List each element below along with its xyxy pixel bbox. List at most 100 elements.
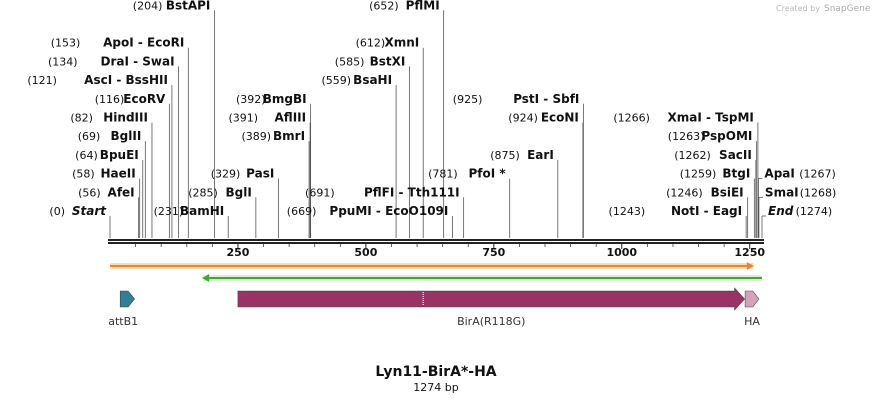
site-position: (924) (508, 112, 538, 125)
orf-arrowhead (746, 262, 754, 270)
site-label: BglII(69) (78, 129, 142, 143)
orf-arrowhead (202, 274, 210, 282)
site-position: (1259) (680, 168, 717, 181)
site-label: BamHI(231) (154, 204, 225, 218)
site-label: End(1274) (768, 204, 832, 218)
site-name: XmaI - TspMI (668, 111, 754, 125)
site-label: BpuEI(64) (75, 148, 139, 162)
site-label: XmnI(612) (356, 36, 420, 50)
site-position: (1263) (668, 130, 705, 143)
site-position: (392) (236, 93, 266, 106)
site-position: (231) (154, 205, 184, 218)
site-position: (391) (229, 112, 259, 125)
site-name: End (768, 204, 794, 218)
site-name: ApoI - EcoRI (103, 36, 184, 50)
site-name: BglI (226, 185, 252, 199)
site-label: PspOMI(1263) (668, 129, 753, 143)
site-name: PfoI * (469, 167, 507, 181)
site-position: (1268) (800, 186, 837, 199)
site-position: (389) (241, 130, 271, 143)
site-position: (204) (133, 0, 163, 12)
site-name: BstXI (370, 54, 406, 68)
site-name: PflMI (406, 0, 440, 12)
site-name: ApaI (764, 167, 794, 181)
site-label: ApaI (1267) (764, 167, 835, 181)
feature-arrow[interactable] (744, 290, 760, 308)
site-position: (329) (211, 168, 241, 181)
site-name: PflFI - Tth111I (364, 185, 460, 199)
site-label: BsaHI(559) (321, 73, 392, 87)
site-position: (58) (72, 168, 95, 181)
site-position: (1267) (799, 168, 836, 181)
site-label: NotI - EagI(1243) (609, 204, 743, 218)
site-name: PpuMI - EcoO109I (329, 204, 448, 218)
site-name: BamHI (180, 204, 224, 218)
site-name: XmnI (384, 36, 419, 50)
site-position: (285) (188, 186, 218, 199)
site-name: EarI (527, 148, 554, 162)
site-label: BstXI (585) (335, 54, 406, 68)
site-name: BpuEI (100, 148, 139, 162)
site-label: BmgBI(392) (236, 92, 307, 106)
site-label: ApoI - EcoRI (153) (51, 36, 185, 50)
site-position: (121) (27, 74, 57, 87)
site-name: BsaHI (353, 73, 392, 87)
site-position: (1243) (609, 205, 646, 218)
site-position: (1262) (674, 149, 711, 162)
site-name: EcoNI (541, 111, 579, 125)
site-position: (153) (51, 37, 81, 50)
tick-label: 500 (354, 246, 377, 259)
feature-label: attB1 (108, 315, 138, 328)
site-label: SmaI(1268) (765, 185, 836, 199)
site-label: PflFI - Tth111I(691) (305, 185, 460, 199)
site-name: AscI - BssHII (84, 73, 168, 87)
site-name: SmaI (765, 185, 799, 199)
site-position: (875) (490, 149, 520, 162)
site-position: (1274) (796, 205, 833, 218)
site-position: (134) (48, 55, 78, 68)
map-length: 1274 bp (413, 381, 458, 394)
site-position: (585) (335, 55, 365, 68)
feature-arrow[interactable] (237, 287, 746, 311)
site-name: BmrI (273, 129, 305, 143)
site-position: (1266) (613, 112, 650, 125)
map-title: Lyn11-BirA*-HA (375, 364, 496, 380)
site-label: AflIII(391) (229, 111, 307, 125)
tick-label: 1250 (734, 246, 765, 259)
site-label: BsiEI (1246) (666, 185, 744, 199)
site-label: PfoI * (781) (428, 167, 506, 181)
site-label: BglI (285) (188, 185, 252, 199)
feature-label: HA (744, 315, 760, 328)
site-labels: Start(0)AfeI(56)HaeII(58)BpuEI(64)BglII(… (27, 0, 836, 218)
site-name: PstI - SbfI (513, 92, 579, 106)
site-name: BsiEI (711, 185, 744, 199)
site-label: SacII(1262) (674, 148, 752, 162)
site-position: (0) (49, 205, 65, 218)
site-position: (56) (78, 186, 101, 199)
site-name: PasI (246, 167, 274, 181)
site-label: PflMI (652) (369, 0, 440, 12)
site-name: DraI - SwaI (100, 54, 174, 68)
site-name: HaeII (100, 167, 135, 181)
site-name: BstAPI (166, 0, 211, 12)
tick-label: 750 (482, 246, 505, 259)
site-position: (69) (78, 130, 101, 143)
credit-text: Created by (776, 4, 820, 13)
site-position: (1246) (666, 186, 703, 199)
site-lines (109, 10, 766, 238)
site-position: (781) (428, 168, 458, 181)
site-label: HindIII(82) (70, 111, 148, 125)
site-label: BtgI(1259) (680, 167, 751, 181)
site-label: PstI - SbfI (925) (453, 92, 580, 106)
site-name: Start (72, 204, 107, 218)
feature-arrow[interactable] (119, 290, 135, 308)
tick-label: 250 (226, 246, 249, 259)
site-position: (652) (369, 0, 399, 12)
sequence-backbone (108, 239, 764, 244)
site-position: (925) (453, 93, 483, 106)
site-label: EcoNI(924) (508, 111, 579, 125)
site-position: (612) (356, 37, 386, 50)
